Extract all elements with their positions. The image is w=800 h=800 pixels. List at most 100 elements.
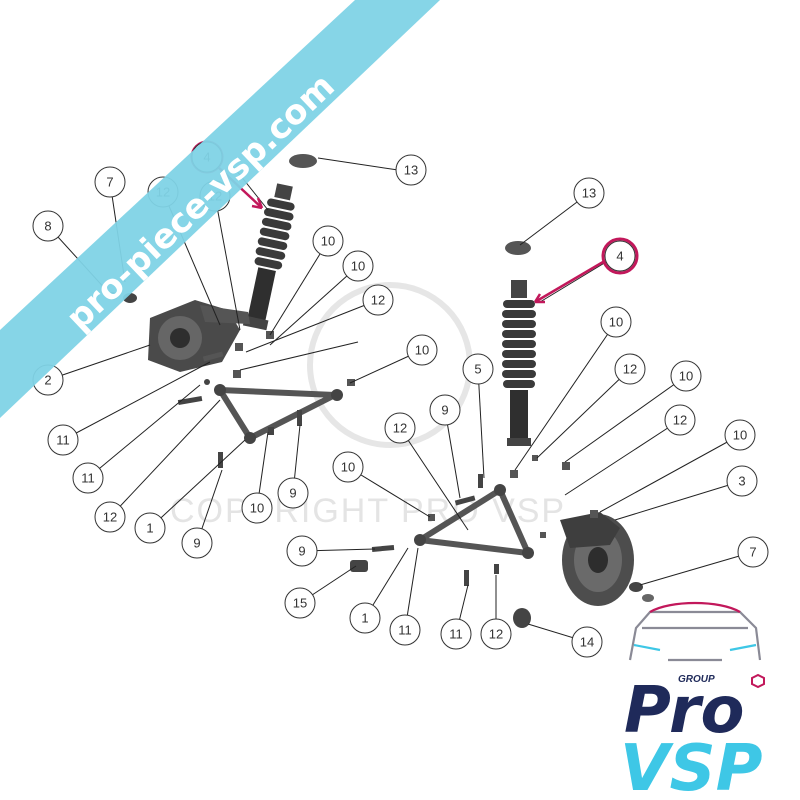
callout-10a: 10 — [312, 225, 344, 257]
lower-control-arm-right — [417, 487, 531, 556]
hub-disc-right — [560, 512, 634, 606]
callout-1a: 1 — [134, 512, 166, 544]
callout-circle — [429, 394, 461, 426]
callout-circle — [284, 587, 316, 619]
callout-circle — [32, 210, 64, 242]
callout-7b: 7 — [737, 536, 769, 568]
callout-14: 14 — [571, 626, 603, 658]
callout-number: 10 — [733, 428, 747, 443]
callout-9b: 9 — [277, 477, 309, 509]
callout-circle — [406, 334, 438, 366]
hexagon-bolt-icon — [751, 673, 765, 689]
callout-12f: 12 — [384, 412, 416, 444]
bushing-14 — [513, 608, 531, 628]
callout-number: 10 — [351, 259, 365, 274]
callout-circle — [440, 618, 472, 650]
callout-circle — [604, 240, 636, 272]
logo-vsp-text: VSP — [620, 732, 763, 800]
lower-arm-hardware-left — [177, 379, 343, 468]
callout-circle — [480, 618, 512, 650]
callout-circle — [72, 462, 104, 494]
copyright-watermark: COPYRIGHT PRO VSP — [170, 282, 564, 530]
callout-number: 5 — [474, 362, 481, 377]
highlight-ring-right — [601, 237, 639, 275]
callout-circle — [332, 451, 364, 483]
callout-circle — [94, 501, 126, 533]
callout-circle — [94, 166, 126, 198]
callout-number: 1 — [146, 521, 153, 536]
callout-10g: 10 — [724, 419, 756, 451]
callout-number: 3 — [738, 474, 745, 489]
callout-number: 9 — [441, 403, 448, 418]
callout-circle — [395, 154, 427, 186]
callout-circle — [614, 353, 646, 385]
callout-number: 15 — [293, 596, 307, 611]
callout-circle — [724, 419, 756, 451]
callout-circle — [664, 404, 696, 436]
callout-12d: 12 — [94, 501, 126, 533]
callout-circle — [349, 602, 381, 634]
callout-circle — [362, 284, 394, 316]
banner-stripe — [0, 0, 440, 418]
callout-circle — [670, 360, 702, 392]
callout-circle — [47, 424, 79, 456]
callout-circle — [312, 225, 344, 257]
callout-8: 8 — [32, 210, 64, 242]
small-fasteners-right — [428, 455, 598, 538]
right-strut-assembly — [428, 241, 654, 606]
callout-12h: 12 — [480, 618, 512, 650]
banner-text: pro-piece-vsp.com — [59, 66, 343, 338]
callout-circle — [277, 477, 309, 509]
callout-number: 9 — [298, 544, 305, 559]
callout-circle — [389, 614, 421, 646]
callout-number: 4 — [616, 249, 623, 264]
callout-number: 10 — [679, 369, 693, 384]
callout-number: 10 — [341, 460, 355, 475]
pro-vsp-logo: GROUP Pro VSP — [620, 601, 765, 800]
callout-number: 12 — [673, 413, 687, 428]
callout-15: 15 — [284, 587, 316, 619]
callout-number: 10 — [609, 315, 623, 330]
callout-number: 11 — [81, 471, 95, 486]
callout-circle — [241, 492, 273, 524]
shock-absorber-right — [502, 280, 536, 446]
callout-10f: 10 — [670, 360, 702, 392]
callout-number: 7 — [749, 545, 756, 560]
callout-11c: 11 — [389, 614, 421, 646]
callout-9c: 9 — [429, 394, 461, 426]
callout-number: 11 — [398, 623, 412, 638]
callout-10c: 10 — [406, 334, 438, 366]
shock-absorber-left — [242, 183, 295, 331]
logo-group-badge — [672, 672, 722, 684]
callout-5: 5 — [462, 353, 494, 385]
callout-7a: 7 — [94, 166, 126, 198]
car-outline-icon — [628, 601, 762, 662]
callout-12c: 12 — [362, 284, 394, 316]
callout-11b: 11 — [72, 462, 104, 494]
lower-control-arm-left — [217, 387, 338, 441]
callout-10h: 10 — [332, 451, 364, 483]
callout-4b: 4 — [604, 240, 636, 272]
callout-circle — [600, 306, 632, 338]
callout-number: 7 — [106, 175, 113, 190]
callout-circle — [286, 535, 318, 567]
callout-number: 10 — [415, 343, 429, 358]
callout-9a: 9 — [181, 527, 213, 559]
callout-number: 1 — [361, 611, 368, 626]
callout-number: 12 — [393, 421, 407, 436]
callout-circle — [573, 177, 605, 209]
callout-12e: 12 — [614, 353, 646, 385]
callout-number: 14 — [580, 635, 594, 650]
callout-number: 12 — [489, 627, 503, 642]
callout-number: 13 — [404, 163, 418, 178]
callout-circle — [134, 512, 166, 544]
callout-10e: 10 — [600, 306, 632, 338]
callout-circle — [342, 250, 374, 282]
washer-right — [642, 594, 654, 602]
callout-9d: 9 — [286, 535, 318, 567]
callout-12g: 12 — [664, 404, 696, 436]
callout-11a: 11 — [47, 424, 79, 456]
callout-10b: 10 — [342, 250, 374, 282]
top-mount-cap-left — [289, 154, 317, 168]
